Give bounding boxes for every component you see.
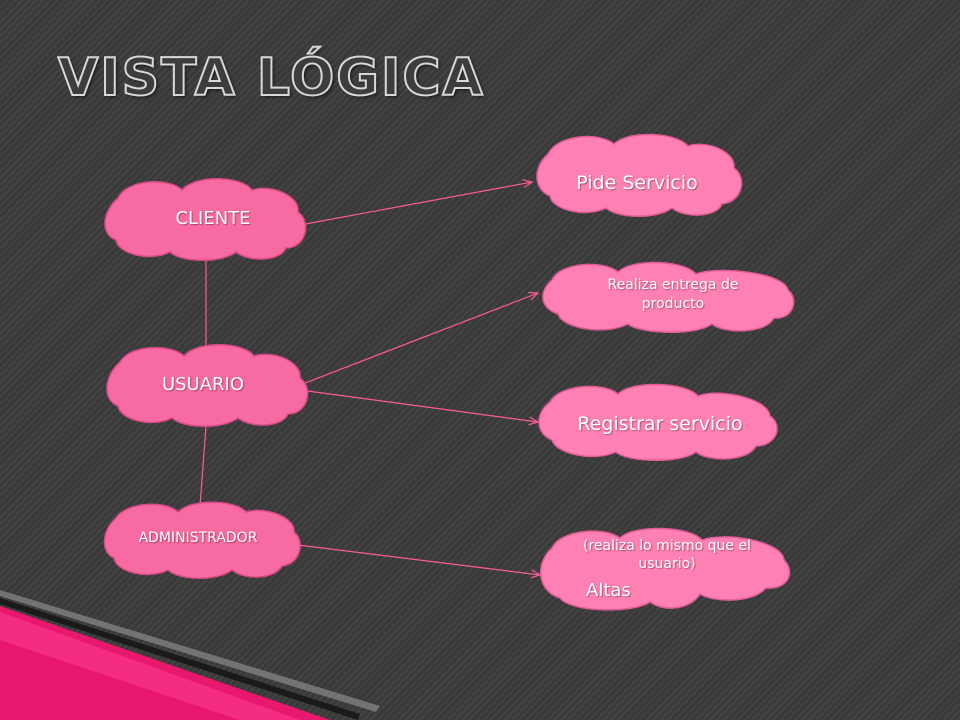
slide-title: VISTA LÓGICA [57,47,485,109]
realiza-mismo-label-line2: usuario) [638,556,696,572]
pide-servicio-label: Pide Servicio [576,172,698,194]
altas-label: Altas [586,580,631,601]
registrar-servicio-label: Registrar servicio [577,413,743,435]
connector-cliente-pide-servicio [299,182,532,226]
administrador-label: ADMINISTRADOR [138,530,258,546]
cliente-label: CLIENTE [175,208,251,229]
realiza-entrega-label-line2: producto [641,296,705,312]
altas-cloud-shape [539,527,791,611]
usuario-label: USUARIO [161,374,245,395]
bottom-stripe-decoration [0,590,380,720]
connector-usuario-registrar-servicio [299,389,538,422]
pide-servicio-cloud-shape [536,133,743,217]
realiza-entrega-label-line1: Realiza entrega de [607,277,739,293]
connector-usuario-realiza-entrega [299,293,538,386]
administrador-cloud-shape [103,501,301,579]
connector-administrador-altas [297,544,540,575]
usuario-cloud-shape [106,344,309,427]
realiza-entrega-cloud-shape [542,261,795,333]
cliente-cloud-shape [104,178,307,261]
realiza-mismo-label-line1: (realiza lo mismo que el [583,538,751,554]
connector-usuario-administrador [199,425,207,507]
registrar-servicio-cloud-shape [538,383,778,461]
